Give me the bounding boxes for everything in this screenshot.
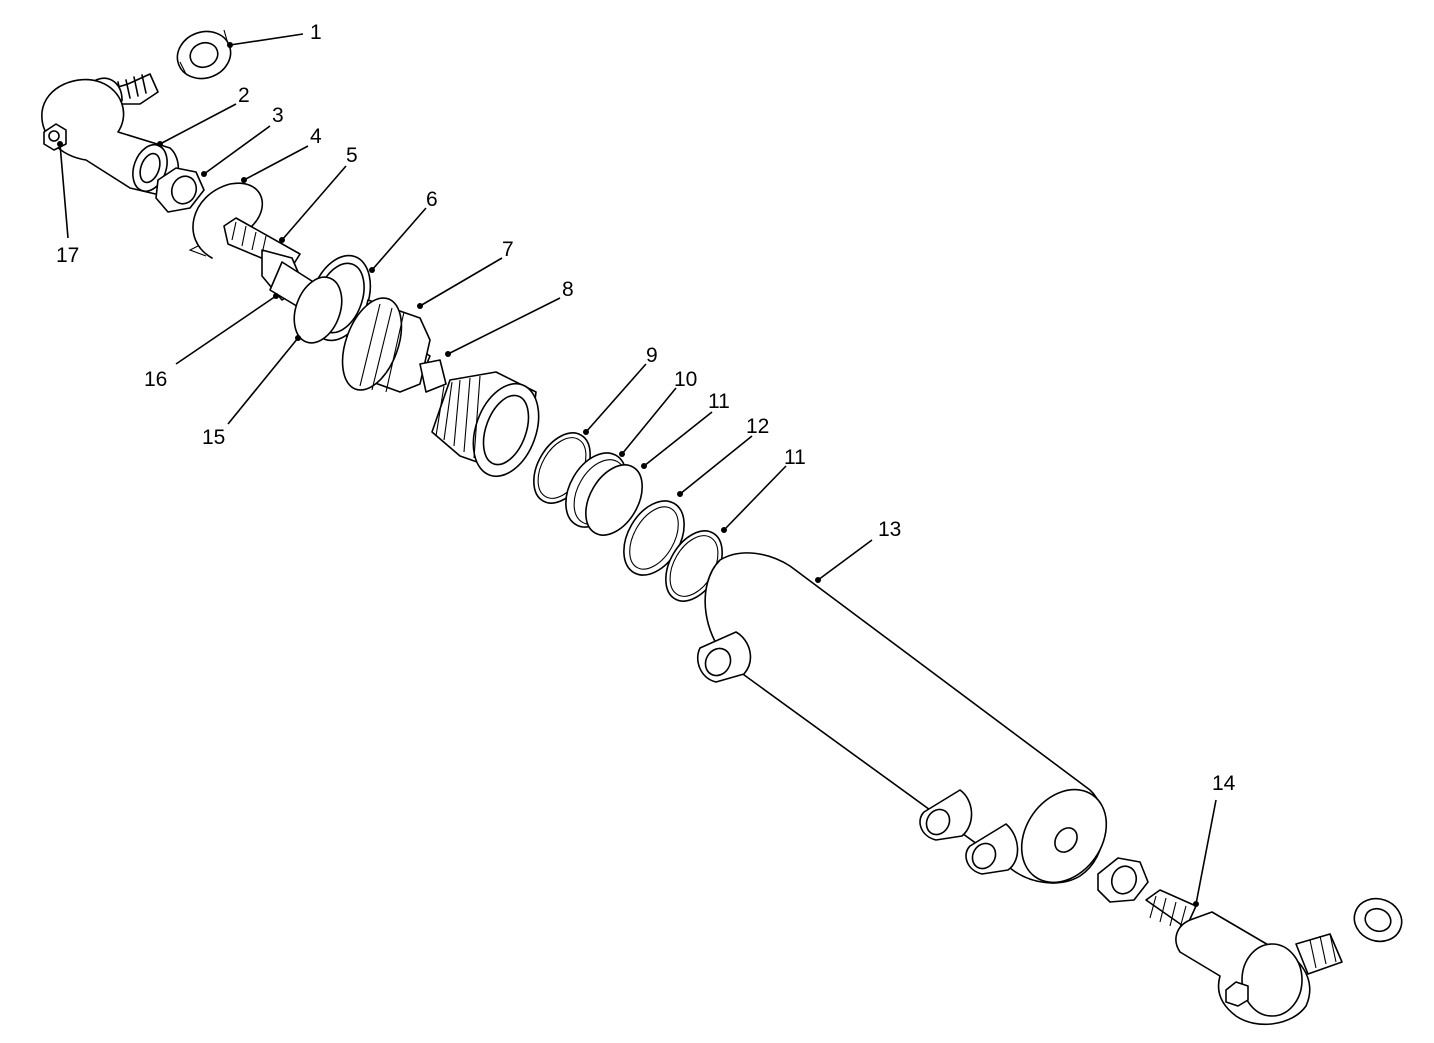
callout-4: 4 bbox=[310, 125, 322, 148]
callout-17: 17 bbox=[56, 244, 79, 267]
callout-8: 8 bbox=[562, 278, 574, 301]
callout-1: 1 bbox=[310, 21, 322, 44]
callout-11-lower: 11 bbox=[784, 446, 806, 469]
part-14-tie-rod-end bbox=[1145, 889, 1343, 1026]
part-7-rod-guide bbox=[341, 297, 431, 393]
callout-2: 2 bbox=[238, 84, 250, 107]
part-8-piston bbox=[419, 359, 540, 478]
callout-5: 5 bbox=[346, 144, 358, 167]
callout-14: 14 bbox=[1212, 772, 1236, 795]
callout-11-upper: 11 bbox=[708, 390, 730, 413]
callout-16: 16 bbox=[144, 368, 167, 391]
part-1-flange-nut bbox=[176, 29, 232, 80]
part-3-hex-nut bbox=[155, 167, 205, 213]
callout-7: 7 bbox=[502, 238, 514, 261]
part-11-ring-a bbox=[585, 464, 643, 536]
part-flange-nut-lower bbox=[1353, 897, 1403, 943]
part-13-cylinder-barrel bbox=[696, 552, 1108, 884]
callout-15: 15 bbox=[202, 426, 225, 449]
part-hex-nut-lower bbox=[1097, 857, 1149, 903]
part-15-wiper bbox=[293, 276, 343, 344]
part-12-ring bbox=[623, 500, 685, 576]
part-4-snap-ring bbox=[188, 182, 263, 259]
callout-9: 9 bbox=[646, 344, 658, 367]
part-2-tie-rod-end bbox=[41, 73, 180, 197]
callout-12: 12 bbox=[746, 415, 769, 438]
leader-lines bbox=[57, 33, 1217, 907]
callout-3: 3 bbox=[272, 104, 284, 127]
callout-labels: 1 2 3 4 5 6 7 8 9 10 11 12 11 13 14 15 1… bbox=[56, 21, 1236, 795]
callout-6: 6 bbox=[426, 188, 438, 211]
callout-13: 13 bbox=[878, 518, 901, 541]
callout-10: 10 bbox=[674, 368, 697, 391]
